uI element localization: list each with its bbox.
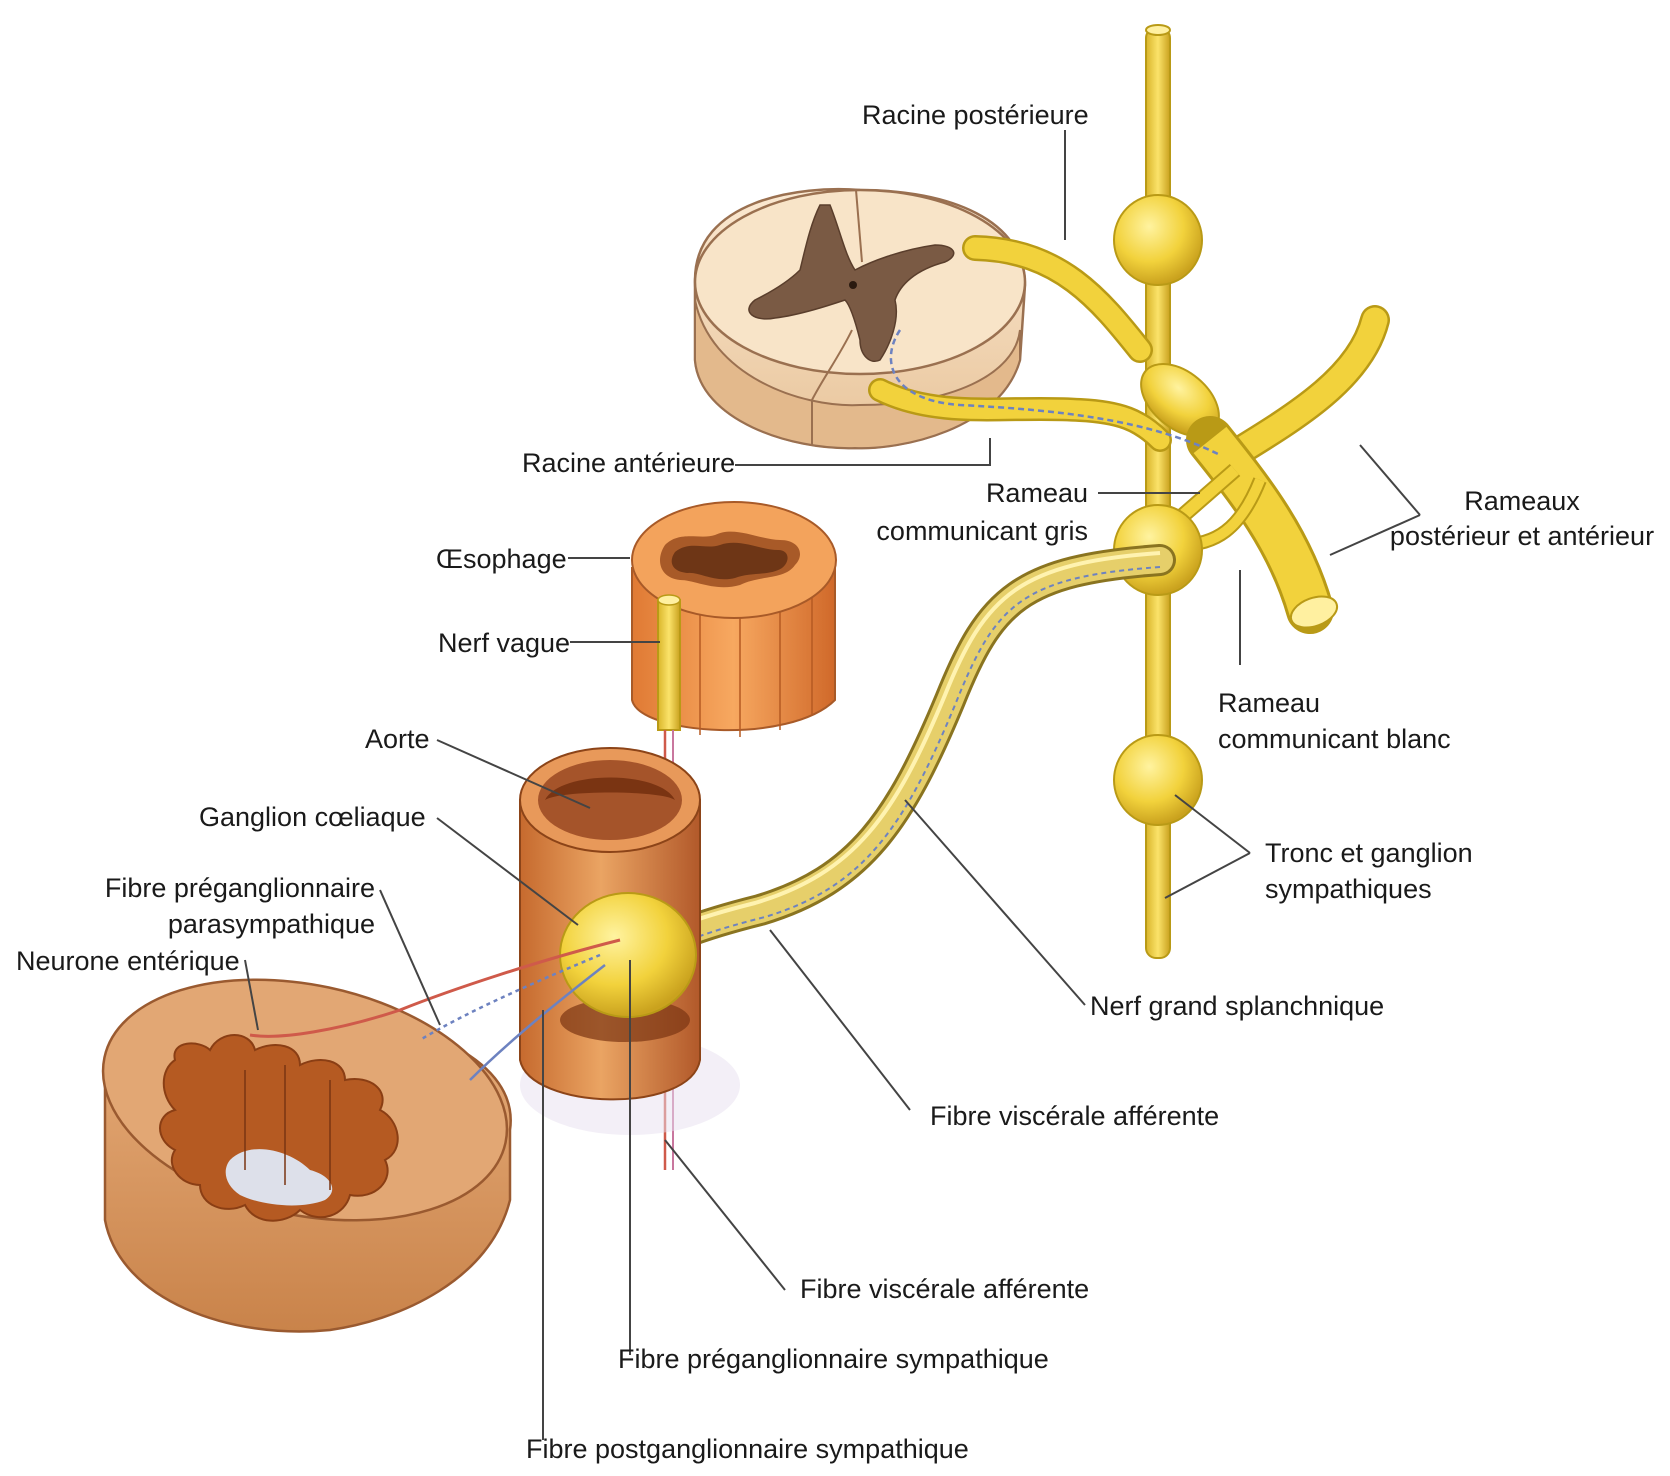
celiac-ganglion — [560, 893, 696, 1042]
label-rameaux-line1: Rameaux — [1464, 486, 1580, 516]
label-fibre-viscerale-afferente-2: Fibre viscérale afférente — [800, 1274, 1089, 1304]
label-rameau-gris-line1: Rameau — [986, 478, 1088, 508]
label-ganglion-coeliaque: Ganglion cœliaque — [199, 802, 426, 832]
label-aorte: Aorte — [365, 724, 430, 754]
label-rameau-gris-line2: communicant gris — [876, 516, 1088, 546]
label-racine-anterieure: Racine antérieure — [522, 448, 735, 478]
label-rameau-blanc-line2: communicant blanc — [1218, 724, 1451, 754]
label-fibre-postgang-symp: Fibre postganglionnaire sympathique — [526, 1434, 969, 1464]
label-rameau-blanc-line1: Rameau — [1218, 688, 1320, 718]
label-neurone-enterique: Neurone entérique — [16, 946, 240, 976]
label-nerf-vague: Nerf vague — [438, 628, 570, 658]
label-fibre-pregang-para-line1: Fibre préganglionnaire — [105, 873, 375, 903]
label-fibre-pregang-para-line2: parasympathique — [168, 909, 375, 939]
label-oesophage: Œsophage — [436, 544, 567, 574]
label-fibre-viscerale-afferente-1: Fibre viscérale afférente — [930, 1101, 1219, 1131]
label-nerf-grand-splanchnique: Nerf grand splanchnique — [1090, 991, 1384, 1021]
label-rameaux-line2: postérieur et antérieur — [1390, 521, 1654, 551]
label-fibre-pregang-symp: Fibre préganglionnaire sympathique — [618, 1344, 1049, 1374]
intestine-section — [81, 945, 530, 1332]
label-racine-posterieure: Racine postérieure — [862, 100, 1089, 130]
label-tronc-line2: sympathiques — [1265, 874, 1432, 904]
label-tronc-line1: Tronc et ganglion — [1265, 838, 1473, 868]
